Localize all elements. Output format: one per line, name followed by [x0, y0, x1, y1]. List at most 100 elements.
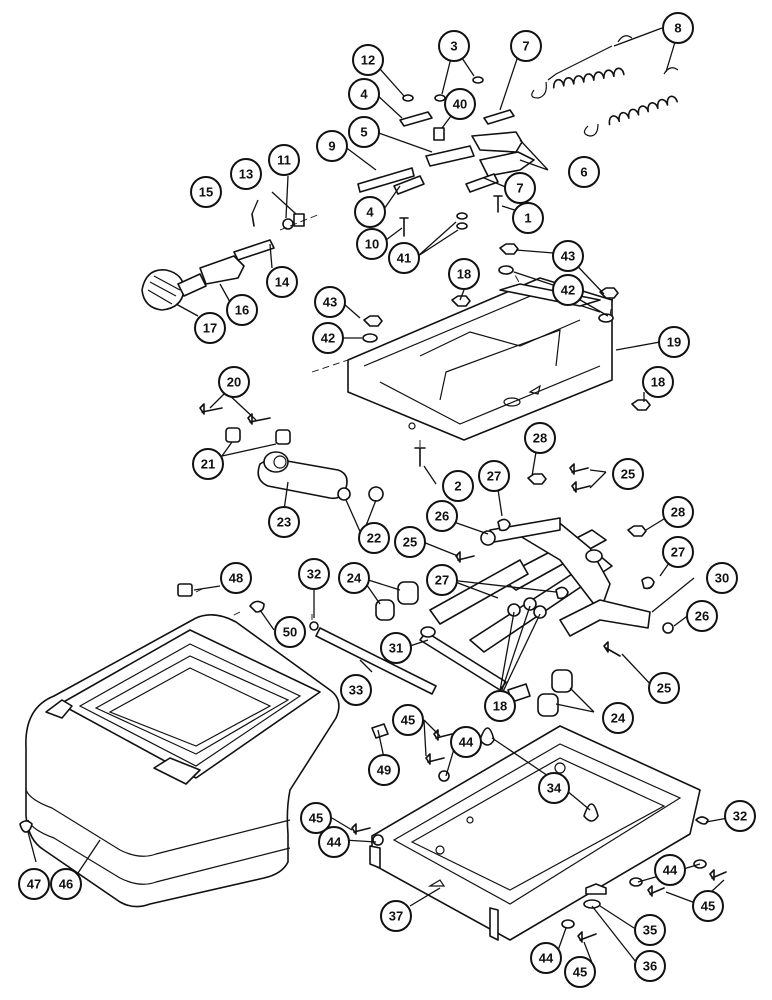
- callout-43-right: 43: [552, 240, 584, 272]
- callout-42-right: 42: [552, 274, 584, 306]
- callout-label: 45: [309, 811, 323, 826]
- callout-14: 14: [266, 266, 298, 298]
- callout-label: 6: [580, 165, 587, 180]
- callout-16: 16: [226, 294, 258, 326]
- callout-25-mid: 25: [394, 526, 426, 558]
- callout-label: 19: [667, 335, 681, 350]
- callout-label: 41: [397, 251, 411, 266]
- callout-label: 18: [493, 699, 507, 714]
- callout-27-right: 27: [662, 536, 694, 568]
- callout-label: 49: [377, 763, 391, 778]
- callout-label: 33: [349, 683, 363, 698]
- tension-spring-lower: [583, 67, 679, 137]
- callout-37: 37: [380, 900, 412, 932]
- callout-label: 10: [365, 237, 379, 252]
- callout-11: 11: [268, 144, 300, 176]
- callout-label: 27: [671, 545, 685, 560]
- callout-label: 45: [701, 899, 715, 914]
- callout-27-top: 27: [478, 460, 510, 492]
- callout-44-b: 44: [318, 826, 350, 858]
- callout-label: 11: [277, 153, 291, 168]
- callout-25-bottom: 25: [648, 672, 680, 704]
- callout-label: 37: [389, 909, 403, 924]
- callout-44-c: 44: [654, 854, 686, 886]
- callout-4-lower: 4: [354, 196, 386, 228]
- callout-44-d: 44: [530, 942, 562, 974]
- callout-42-left: 42: [312, 322, 344, 354]
- callout-24-right: 24: [602, 702, 634, 734]
- callout-31: 31: [380, 632, 412, 664]
- callout-32-left: 32: [298, 558, 330, 590]
- callout-label: 4: [366, 205, 374, 220]
- callout-label: 8: [674, 21, 681, 36]
- callout-label: 13: [239, 167, 253, 182]
- callout-45-d: 45: [564, 956, 596, 988]
- callout-49: 49: [368, 754, 400, 786]
- callout-41: 41: [388, 242, 420, 274]
- callout-20: 20: [218, 366, 250, 398]
- callout-label: 9: [328, 139, 335, 154]
- callout-40: 40: [444, 88, 476, 120]
- callout-label: 32: [307, 567, 321, 582]
- height-adjust-knob-assembly: [141, 213, 321, 311]
- callout-label: 18: [651, 375, 665, 390]
- callout-45-c: 45: [692, 890, 724, 922]
- bellows-cover: [19, 614, 340, 908]
- callout-label: 7: [516, 181, 523, 196]
- callout-label: 23: [277, 515, 291, 530]
- callout-label: 43: [561, 249, 575, 264]
- callout-8: 8: [662, 12, 694, 44]
- callout-1: 1: [512, 202, 544, 234]
- callout-label: 50: [283, 625, 297, 640]
- callout-label: 1: [524, 211, 531, 226]
- callout-label: 22: [367, 531, 381, 546]
- callout-label: 21: [201, 457, 215, 472]
- callout-47: 47: [18, 868, 50, 900]
- callout-34: 34: [538, 772, 570, 804]
- callout-45-a: 45: [392, 704, 424, 736]
- callout-44-a: 44: [450, 726, 482, 758]
- callout-label: 31: [389, 641, 403, 656]
- callout-label: 7: [522, 39, 529, 54]
- callout-label: 24: [347, 571, 362, 586]
- cross-rod: [309, 614, 437, 695]
- callout-33: 33: [340, 674, 372, 706]
- callout-32-right: 32: [724, 800, 756, 832]
- callout-25-top: 25: [612, 458, 644, 490]
- callout-18-upper: 18: [448, 258, 480, 290]
- callout-label: 42: [321, 331, 335, 346]
- callout-label: 4: [360, 87, 368, 102]
- callout-label: 34: [547, 781, 562, 796]
- callout-7-lower: 7: [504, 172, 536, 204]
- callout-26-left: 26: [426, 500, 458, 532]
- callout-label: 26: [695, 609, 709, 624]
- callout-label: 44: [459, 735, 474, 750]
- callout-label: 26: [435, 509, 449, 524]
- callout-label: 25: [657, 681, 671, 696]
- callout-label: 32: [733, 809, 747, 824]
- callout-label: 36: [643, 959, 657, 974]
- callout-label: 43: [323, 295, 337, 310]
- callout-23: 23: [268, 506, 300, 538]
- callout-label: 16: [235, 303, 249, 318]
- callout-30: 30: [706, 562, 738, 594]
- callout-label: 17: [203, 321, 217, 336]
- callout-9: 9: [316, 130, 348, 162]
- callout-label: 28: [671, 505, 685, 520]
- callout-label: 42: [561, 283, 575, 298]
- callout-27-mid: 27: [426, 564, 458, 596]
- callout-26-right: 26: [686, 600, 718, 632]
- callout-label: 45: [401, 713, 415, 728]
- callout-28-top: 28: [524, 422, 556, 454]
- callout-28-right: 28: [662, 496, 694, 528]
- callout-label: 24: [611, 711, 626, 726]
- frame-nuts-and-washers: [362, 243, 651, 467]
- callout-46: 46: [50, 868, 82, 900]
- callout-label: 5: [360, 125, 367, 140]
- callout-5: 5: [348, 116, 380, 148]
- callout-50: 50: [274, 616, 306, 648]
- callout-12: 12: [352, 44, 384, 76]
- callout-48: 48: [220, 562, 252, 594]
- callout-label: 27: [435, 573, 449, 588]
- callout-label: 35: [643, 923, 657, 938]
